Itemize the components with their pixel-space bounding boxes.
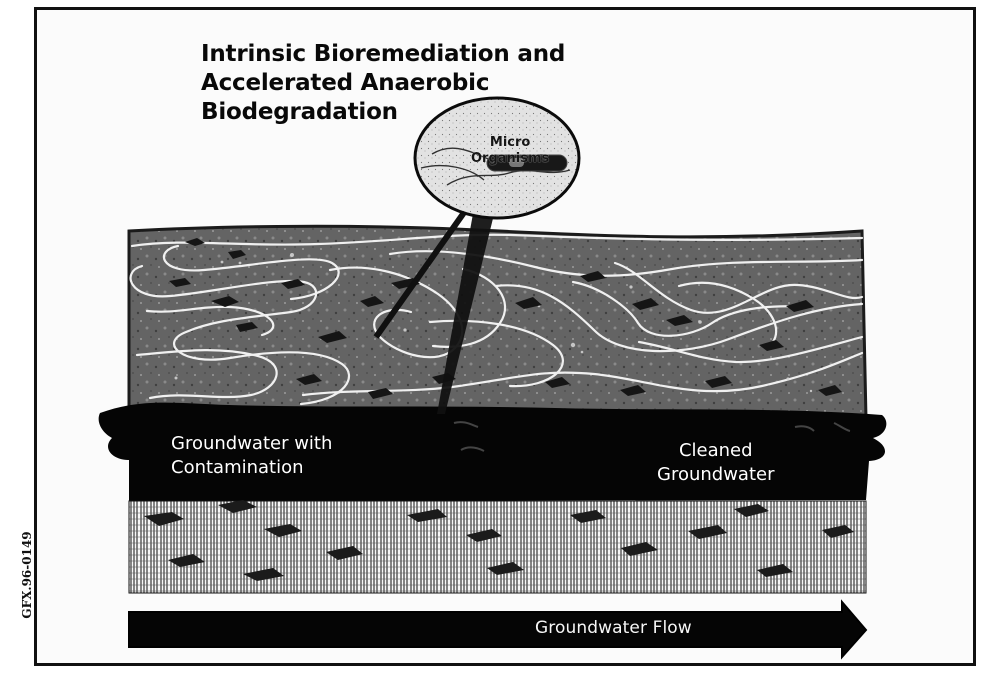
cleaned-label-line-2: Groundwater — [657, 463, 775, 487]
microorganisms-label-line-1: Micro — [471, 135, 549, 151]
figure-identifier: GFX.96-0149 — [20, 520, 34, 630]
cleaned-label-line-1: Cleaned — [657, 439, 775, 463]
microorganisms-label-line-2: Organisms — [471, 151, 549, 167]
groundwater-with-contamination-label: Groundwater with Contamination — [171, 432, 332, 480]
cleaned-groundwater-label: Cleaned Groundwater — [657, 439, 775, 487]
microorganisms-label: Micro Organisms — [471, 135, 549, 167]
groundwater-flow-arrow — [129, 602, 866, 657]
lower-soil-layer — [129, 501, 866, 593]
contamination-label-line-1: Groundwater with — [171, 432, 332, 456]
contamination-label-line-2: Contamination — [171, 456, 332, 480]
groundwater-flow-label: Groundwater Flow — [535, 618, 692, 638]
